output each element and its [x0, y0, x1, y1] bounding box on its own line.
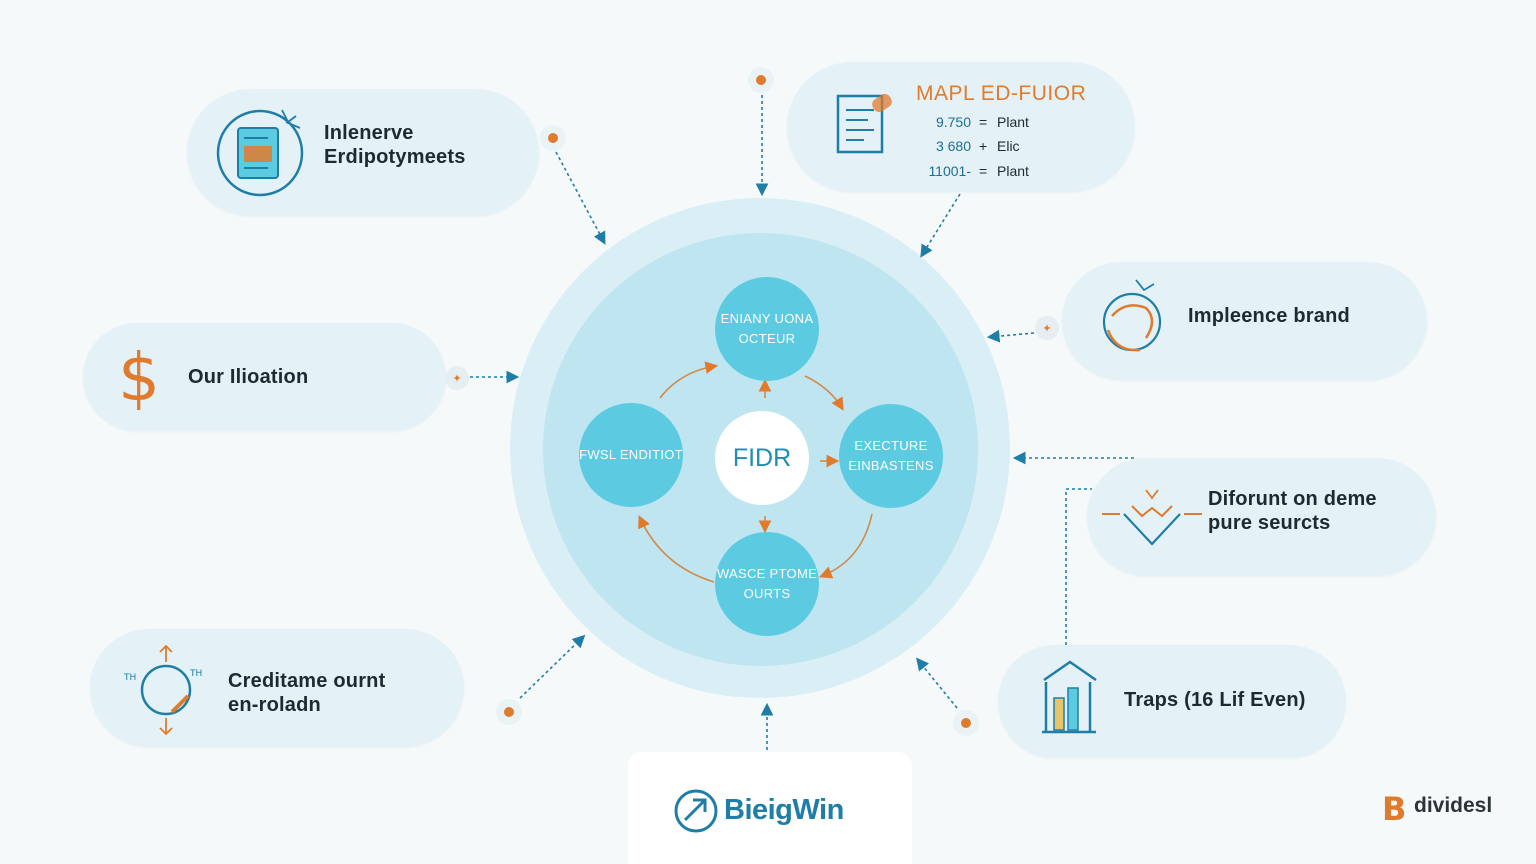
panel-right-mid: [1087, 458, 1436, 576]
panel-mid-left-text: Our Ilioation: [188, 365, 308, 389]
connector-dot: [953, 710, 979, 736]
arrow-circle-logo-icon: [673, 788, 719, 839]
cycle-node-top-line1: ENIANY UONA: [720, 311, 814, 326]
plan-document-icon: [834, 92, 900, 163]
connector-dot: [496, 699, 522, 725]
cycle-node-bottom-line2: OURTS: [743, 586, 791, 601]
plan-row-label: Elic: [997, 138, 1020, 154]
cycle-node-right-line1: EXECTURE: [854, 438, 928, 453]
svg-text:TH: TH: [189, 669, 202, 679]
svg-text:$: $: [118, 339, 160, 412]
cycle-node-bottom: WASCE PTOME OURTS: [715, 532, 819, 636]
panel-right-lower-line1: Traps (16 Lif Even): [1124, 689, 1306, 711]
panel-mid-left-line1: Our Ilioation: [188, 366, 309, 388]
connector-dot: [540, 125, 566, 151]
panel-right-upper: [1062, 262, 1427, 380]
cycle-node-top-line2: OCTEUR: [738, 331, 796, 346]
corner-brand-name: dividesl: [1414, 794, 1493, 817]
panel-top-left-line2: Erdipotymeets: [324, 146, 466, 168]
chart-building-icon: [1040, 658, 1100, 741]
cycle-center-node: FIDR: [715, 411, 809, 505]
plan-row-label: Plant: [997, 163, 1029, 179]
plan-row-symbol: =: [979, 114, 988, 130]
cycle-center-label: FIDR: [732, 443, 792, 472]
panel-bottom-left: [90, 629, 464, 747]
dollar-icon: $: [116, 336, 162, 417]
cycle-node-left-line1: FWSL ENDITIOT: [579, 447, 683, 462]
connector-node-icon: ✦: [1035, 316, 1059, 340]
panel-right-lower-text: Traps (16 Lif Even): [1124, 688, 1306, 712]
cycle-node-top: ENIANY UONA OCTEUR: [715, 277, 819, 381]
plan-row-symbol: +: [979, 138, 988, 154]
target-cycle-icon: TH TH: [120, 642, 210, 743]
panel-right-mid-text: Diforunt on deme pure seurcts: [1208, 487, 1377, 535]
panel-right-upper-text: Impleence brand: [1188, 304, 1350, 328]
plan-row-label: Plant: [997, 114, 1029, 130]
panel-plan-card: [787, 62, 1135, 192]
panel-bottom-left-line1: Creditame ournt: [228, 670, 386, 692]
cycle-node-right-line2: EINBASTENS: [848, 458, 934, 473]
plan-row-value: 3 680: [935, 138, 971, 154]
plan-row-symbol: =: [979, 163, 988, 179]
panel-bottom-left-line2: en-roladn: [228, 694, 321, 716]
document-icon: [216, 108, 306, 203]
panel-top-left-text: Inlenerve Erdipotymeets: [324, 121, 466, 169]
b-logo-icon: B: [1382, 788, 1414, 833]
cycle-node-right: EXECTURE EINBASTENS: [839, 404, 943, 508]
plan-row-value: 9.750: [935, 114, 971, 130]
footer-brand-name: BieigWin: [724, 794, 844, 826]
panel-mid-left: [83, 323, 446, 431]
panel-top-left-line1: Inlenerve: [324, 122, 414, 144]
svg-text:TH: TH: [123, 673, 136, 683]
connector-node-icon: ✦: [445, 366, 469, 390]
panel-right-mid-line1: Diforunt on deme: [1208, 488, 1377, 510]
svg-text:B: B: [1382, 790, 1406, 828]
cycle-node-left: FWSL ENDITIOT: [579, 403, 683, 507]
hands-diamond-icon: [1102, 484, 1202, 555]
plan-row-value: 11001-: [928, 163, 971, 179]
panel-bottom-left-text: Creditame ournt en-roladn: [228, 669, 385, 717]
panel-right-upper-line1: Impleence brand: [1188, 305, 1350, 327]
plan-card-title: MAPL ED-FUIOR: [916, 82, 1087, 105]
panel-right-mid-line2: pure seurcts: [1208, 512, 1331, 534]
cycle-node-bottom-line1: WASCE PTOME: [716, 566, 818, 581]
refresh-globe-icon: [1096, 276, 1172, 367]
connector-dot: [748, 67, 774, 93]
